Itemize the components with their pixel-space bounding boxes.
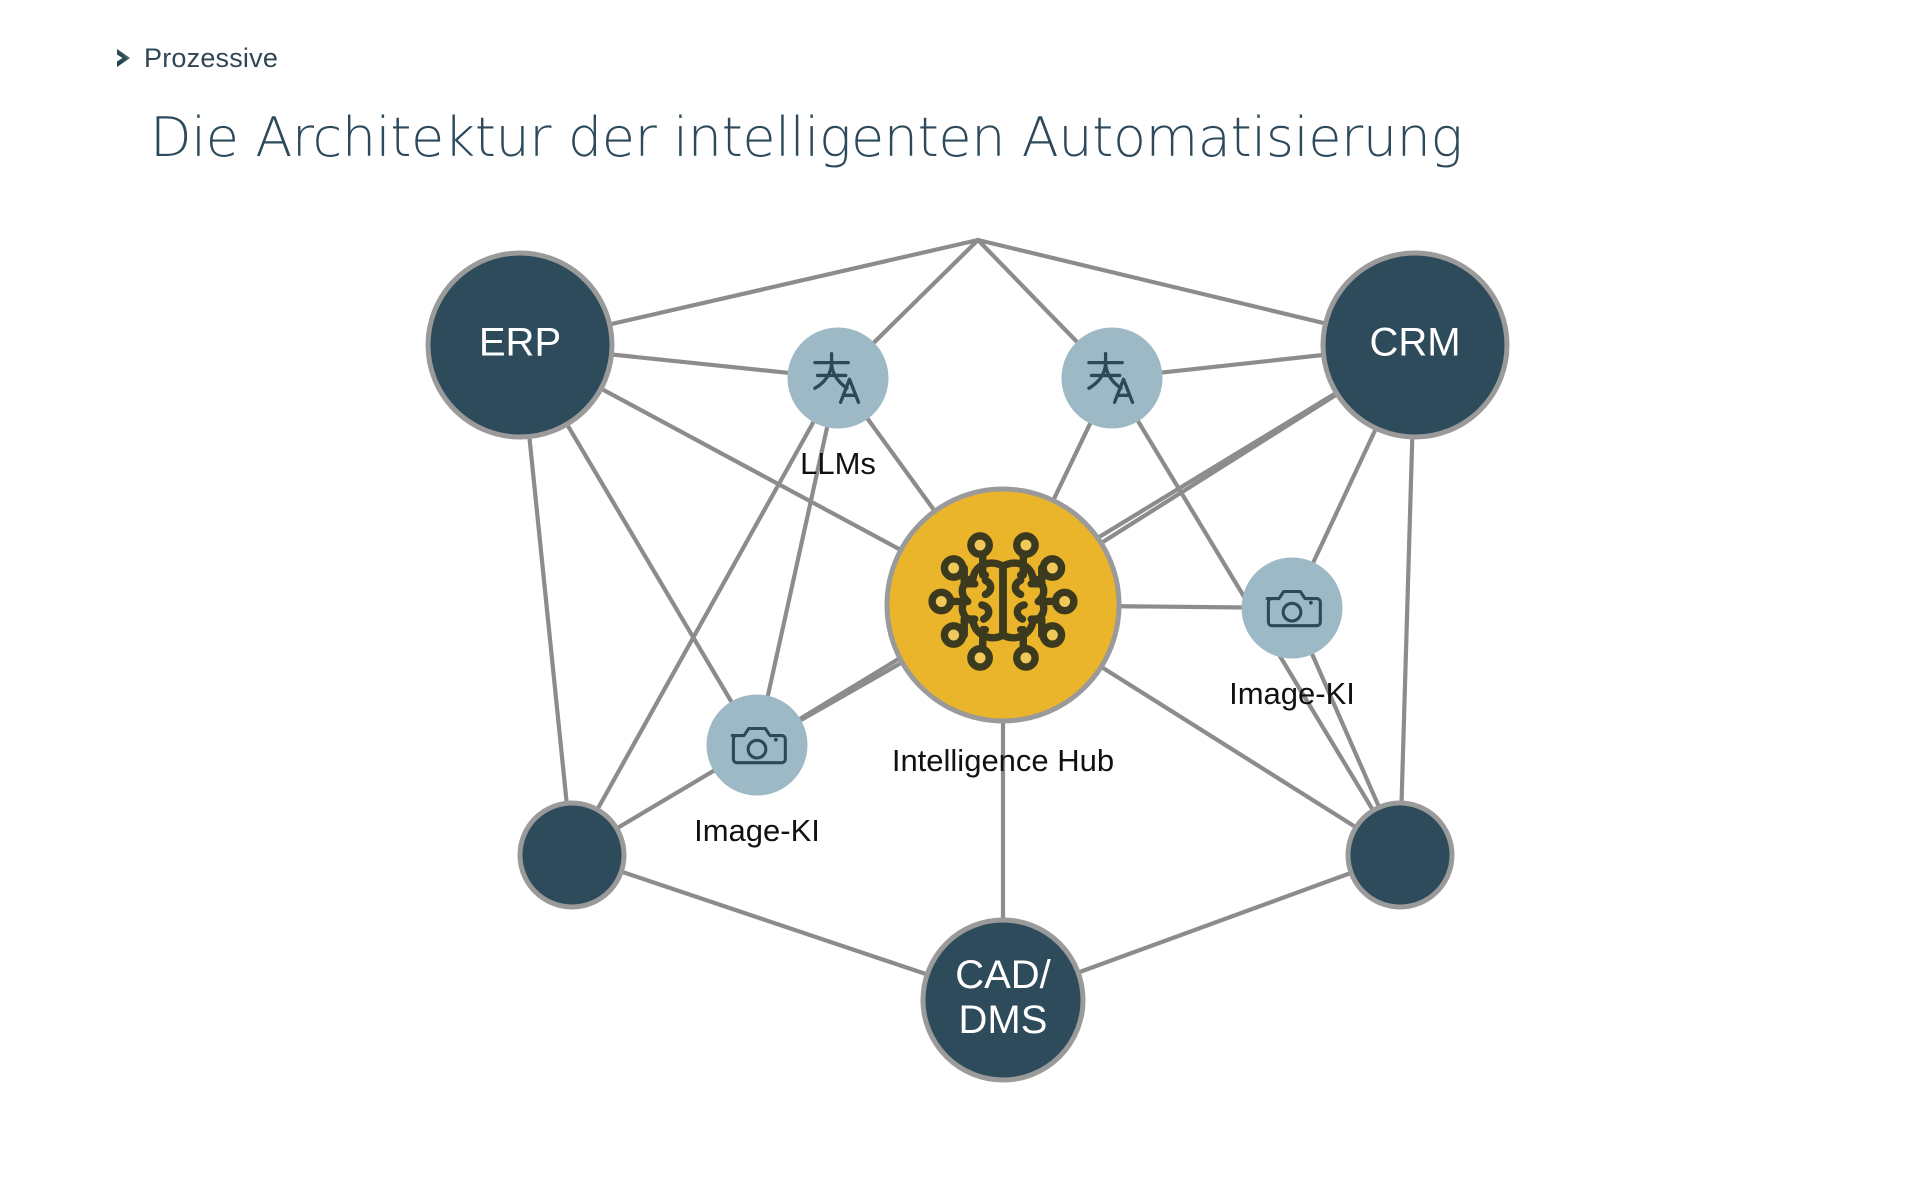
graph-edge: [601, 237, 981, 328]
graph-edge: [1399, 428, 1415, 809]
node-shape: [425, 250, 615, 440]
node-caption: LLMs: [800, 446, 876, 481]
node-layer: [425, 250, 1510, 1083]
graph-edge: [1092, 660, 1362, 832]
graph-node-hub[interactable]: [884, 486, 1122, 724]
graph-edge: [975, 237, 1334, 328]
brand-logo: Prozessive: [112, 40, 278, 76]
node-label: CRM: [1369, 321, 1460, 365]
graph-edge: [1047, 417, 1094, 510]
graph-node-image_right[interactable]: [1241, 557, 1343, 659]
node-shape: [706, 694, 808, 796]
node-shape: [1320, 250, 1510, 440]
graph-edge: [611, 766, 720, 833]
graph-edge: [869, 237, 981, 348]
translate-icon: [813, 352, 861, 404]
node-shape: [920, 917, 1086, 1083]
camera-icon: [1265, 589, 1322, 628]
graph-edge: [975, 237, 1082, 347]
graph-edge: [764, 421, 831, 702]
node-label: ERP: [479, 321, 561, 365]
graph-edge: [1156, 352, 1333, 376]
graph-edge: [615, 868, 935, 979]
node-caption: Intelligence Hub: [892, 743, 1114, 778]
ai-brain-icon: [928, 532, 1078, 671]
graph-edge: [526, 428, 570, 809]
node-label: DMS: [959, 998, 1048, 1042]
graph-node-erp[interactable]: [425, 250, 615, 440]
graph-edge: [593, 383, 911, 556]
graph-edge: [603, 351, 794, 376]
graph-edge: [1309, 420, 1381, 568]
node-caption: Image-KI: [694, 813, 820, 848]
graph-edge: [1108, 604, 1248, 610]
graph-node-cad_dms[interactable]: [920, 917, 1086, 1083]
node-shape: [1241, 557, 1343, 659]
node-shape: [1345, 800, 1455, 910]
brand-name: Prozessive: [144, 42, 279, 73]
page-title: Die Architektur der intelligenten Automa…: [150, 106, 1463, 169]
graph-edge: [593, 416, 818, 815]
node-label: CAD/: [955, 953, 1051, 997]
graph-edge: [561, 416, 736, 708]
graph-edge: [1308, 648, 1383, 813]
camera-icon: [730, 726, 787, 765]
graph-node-node_br[interactable]: [1345, 800, 1455, 910]
graph-edge: [795, 656, 912, 725]
graph-edge: [863, 413, 942, 520]
chevron-right-icon: [112, 45, 138, 71]
translate-icon: [1087, 352, 1135, 404]
graph-node-crm[interactable]: [1320, 250, 1510, 440]
graph-node-llm_left[interactable]: [787, 327, 889, 429]
graph-node-image_left[interactable]: [706, 694, 808, 796]
graph-node-llm_right[interactable]: [1061, 327, 1163, 429]
node-shape: [517, 800, 627, 910]
node-caption: Image-KI: [1229, 676, 1355, 711]
graph-edge: [1092, 388, 1345, 550]
graph-node-node_bl[interactable]: [517, 800, 627, 910]
graph-edge: [1070, 869, 1357, 977]
